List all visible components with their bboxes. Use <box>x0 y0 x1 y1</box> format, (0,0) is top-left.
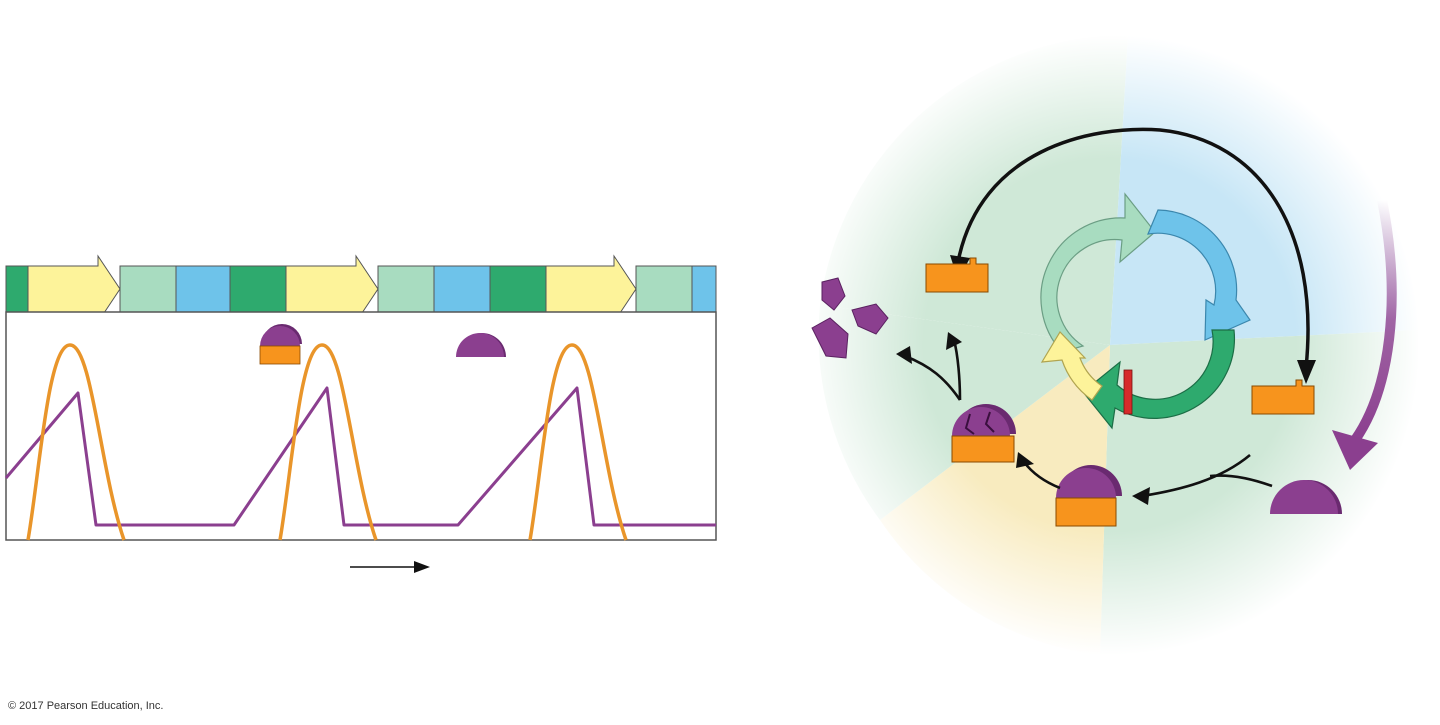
cyclin-icon-right <box>1270 480 1342 514</box>
phase-bar <box>5 254 717 324</box>
mpf-activity-curve-1 <box>26 343 126 541</box>
m-phase-arrow <box>1040 331 1103 401</box>
phase-segment-g2 <box>229 265 287 313</box>
phase-segment-s <box>691 265 717 313</box>
checkpoint-marker <box>1123 369 1133 415</box>
cdk-recycle-arrow <box>956 127 1310 369</box>
right-arrow-icon <box>350 561 430 573</box>
phase-segment-g2 <box>5 265 29 313</box>
cdk-icon-right <box>1251 379 1315 415</box>
cyclin-concentration-line <box>4 386 716 527</box>
phase-segment-s <box>175 265 231 313</box>
mpf-activity-curve-2 <box>278 343 378 541</box>
s-phase-arrow <box>1147 209 1251 341</box>
mpf-complex-icon <box>259 324 302 365</box>
mpf-complex-icon-bottom <box>1055 465 1122 527</box>
cell-cycle-ring <box>1040 192 1251 430</box>
mpf-degrading-icon <box>951 404 1016 463</box>
cdk-icon-top <box>925 257 989 293</box>
cyclin-icon <box>456 333 506 357</box>
phase-segment-g1 <box>635 265 693 313</box>
phase-segment-g1 <box>377 265 435 313</box>
fragments-icon <box>811 277 889 359</box>
mpf-cycle-diagram <box>798 33 1422 657</box>
phase-segment-s <box>433 265 491 313</box>
phase-segment-g2 <box>489 265 547 313</box>
mpf-activity-curve-3 <box>528 343 628 541</box>
copyright-text: © 2017 Pearson Education, Inc. <box>8 700 164 712</box>
cyclin-synthesis-arrow <box>1350 199 1397 443</box>
phase-segment-g1 <box>119 265 177 313</box>
binding-arrow <box>1141 454 1251 498</box>
timeline-graph <box>4 254 717 573</box>
graph-frame <box>5 311 717 541</box>
